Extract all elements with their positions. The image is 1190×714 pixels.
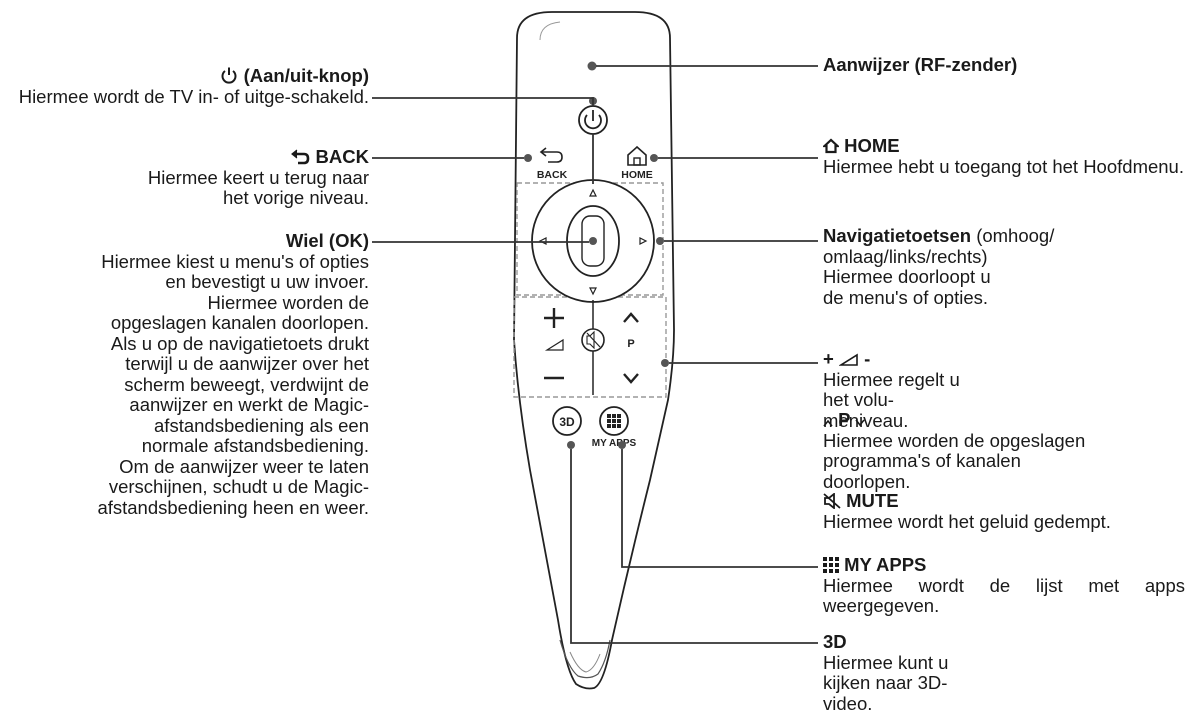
power-description: (Aan/uit-knop) Hiermee wordt de TV in- o… — [0, 66, 369, 107]
home-title: HOME — [844, 135, 900, 156]
wheel-text-2: Hiermee worden de opgeslagen kanalen doo… — [0, 293, 369, 334]
wheel-dot — [589, 237, 597, 245]
back-title: BACK — [316, 146, 369, 167]
back-arrow-icon — [290, 149, 310, 165]
power-icon — [220, 66, 238, 84]
home-heading: HOME — [823, 136, 1185, 157]
wheel-title: Wiel (OK) — [0, 231, 369, 252]
volume-icon — [839, 353, 859, 367]
nav-title-suffix: (omhoog/ — [976, 225, 1054, 246]
nav-heading: Navigatietoetsen (omhoog/ — [823, 226, 1185, 247]
mute-button[interactable] — [582, 329, 604, 351]
home-icon — [823, 138, 839, 154]
threed-text: Hiermee kunt u kijken naar 3D-video. — [823, 653, 983, 714]
back-dot — [524, 154, 532, 162]
back-description: BACK Hiermee keert u terug naar het vori… — [0, 147, 369, 209]
nav-title: Navigatietoetsen — [823, 225, 971, 246]
mute-icon — [823, 493, 841, 509]
nav-text: Hiermee doorloopt u de menu's of opties. — [823, 267, 1013, 308]
myapps-description: MY APPS Hiermee wordt de lijst met apps … — [823, 555, 1185, 617]
power-text: Hiermee wordt de TV in- of uitge-schakel… — [0, 87, 369, 108]
pointer-title: Aanwijzer (RF-zender) — [823, 55, 1183, 76]
threed-description: 3D Hiermee kunt u kijken naar 3D-video. — [823, 632, 1185, 714]
home-button-label: HOME — [621, 169, 653, 181]
program-p: P — [838, 409, 850, 430]
myapps-title: MY APPS — [844, 554, 926, 575]
program-label: P — [627, 338, 634, 350]
myapps-heading: MY APPS — [823, 555, 1185, 576]
program-heading: P — [823, 410, 1185, 431]
back-text: Hiermee keert u terug naar het vorige ni… — [0, 168, 369, 209]
back-heading: BACK — [0, 147, 369, 168]
wheel-text-3: Als u op de navigatietoets drukt terwijl… — [0, 334, 369, 457]
nav-line-2: omlaag/links/rechts) — [823, 247, 1185, 268]
home-text: Hiermee hebt u toegang tot het Hoofdmenu… — [823, 157, 1185, 178]
nav-dot — [656, 237, 664, 245]
volume-minus: - — [864, 348, 870, 369]
power-button[interactable] — [579, 106, 607, 134]
wheel-description: Wiel (OK) Hiermee kiest u menu's of opti… — [0, 231, 369, 518]
wheel-text-4: Om de aanwijzer weer te laten verschijne… — [0, 457, 369, 519]
volume-plus: + — [823, 348, 834, 369]
chevron-up-icon — [823, 418, 833, 428]
power-heading: (Aan/uit-knop) — [0, 66, 369, 87]
myapps-button-label: MY APPS — [592, 438, 637, 449]
chevron-down-icon — [855, 418, 865, 428]
threed-button[interactable]: 3D — [553, 407, 581, 435]
mute-heading: MUTE — [823, 491, 1185, 512]
myapps-button[interactable] — [600, 407, 628, 435]
nav-description: Navigatietoetsen (omhoog/ omlaag/links/r… — [823, 226, 1185, 308]
back-button-label: BACK — [537, 169, 568, 181]
threed-dot — [567, 441, 575, 449]
threed-title: 3D — [823, 632, 1185, 653]
myapps-dot — [618, 441, 626, 449]
volume-heading: + - — [823, 349, 1185, 370]
mute-text: Hiermee wordt het geluid gedempt. — [823, 512, 1185, 533]
power-title: (Aan/uit-knop) — [244, 65, 369, 86]
myapps-grid-icon — [823, 557, 839, 573]
mute-description: MUTE Hiermee wordt het geluid gedempt. — [823, 491, 1185, 532]
wheel-text-1: Hiermee kiest u menu's of opties en beve… — [0, 252, 369, 293]
home-description: HOME Hiermee hebt u toegang tot het Hoof… — [823, 136, 1185, 177]
program-text: Hiermee worden de opgeslagen programma's… — [823, 431, 1093, 493]
pointer-dot — [588, 62, 597, 71]
myapps-text: Hiermee wordt de lijst met apps weergege… — [823, 576, 1185, 617]
home-dot — [650, 154, 658, 162]
volume-dot — [661, 359, 669, 367]
mute-title: MUTE — [846, 490, 898, 511]
svg-text:3D: 3D — [559, 415, 575, 429]
program-description: P Hiermee worden de opgeslagen programma… — [823, 410, 1185, 492]
